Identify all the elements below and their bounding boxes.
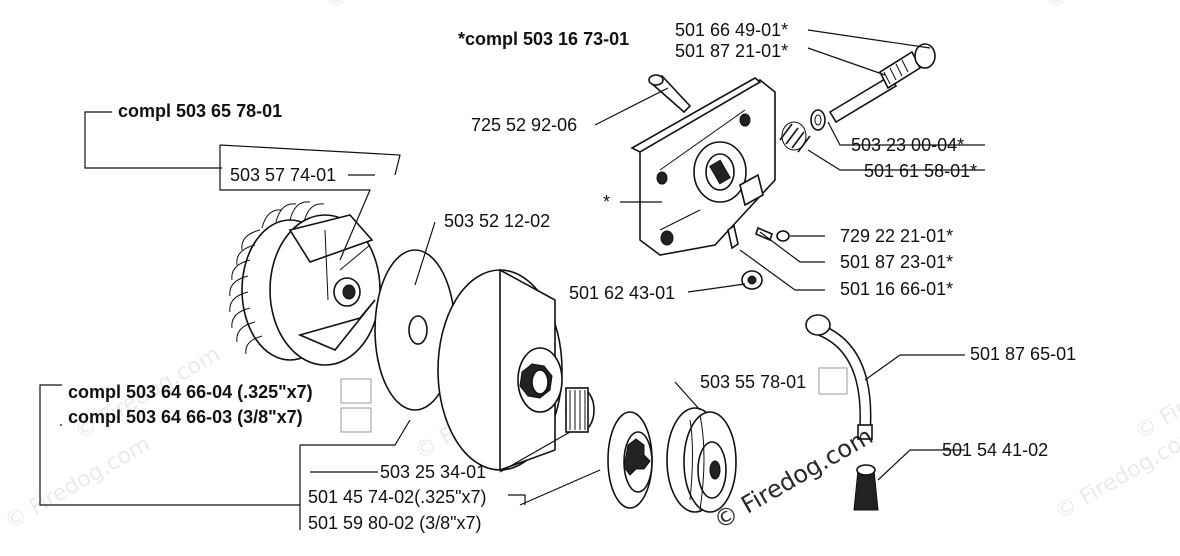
needle-bearing [565,387,595,433]
watermark-tile: © Firedog.com [1051,422,1180,525]
label-503521202: 503 52 12-02 [444,211,550,231]
leader-lines [39,29,985,530]
watermark-tile: © Firedog.com [1131,342,1180,445]
checkbox-compl-325 [340,378,372,404]
clutch-shoe-assembly [229,201,381,366]
label-501598002: 501 59 80-02 (3/8"x7) [308,513,482,533]
label-501624301: 501 62 43-01 [569,283,675,303]
label-501166601: 501 16 66-01* [840,279,953,299]
pump-spring [779,121,811,153]
label-501544102: 501 54 41-02 [942,440,1048,460]
checkbox-503557801 [818,367,848,395]
label-725529206: 725 52 92-06 [471,115,577,135]
label-501457402: 501 45 74-02(.325"x7) [308,487,487,507]
label-501872101: 501 87 21-01* [675,41,788,61]
checkbox-compl-38 [340,407,372,433]
label-501664901: 501 66 49-01* [675,20,788,40]
label-compl-pump: *compl 503 16 73-01 [458,29,629,49]
label-503230004: 503 23 00-04* [851,135,964,155]
label-compl-drum-38: compl 503 64 66-03 (3/8"x7) [68,407,303,427]
pump-screw [648,74,692,114]
watermark-tile: © Firedog.com [1,432,155,535]
label-compl-clutch: compl 503 65 78-01 [118,101,282,121]
clutch-drum [437,268,563,472]
label-asterisk: * [603,192,610,212]
oil-hose [805,314,873,440]
label-503253401: 503 25 34-01 [380,462,486,482]
label-501872301: 501 87 23-01* [840,252,953,272]
oil-strainer [853,464,879,511]
watermark-tile: © Firedog.com [1041,0,1180,15]
label-501876501: 501 87 65-01 [970,344,1076,364]
part-labels: *compl 503 16 73-01 compl 503 65 78-01 c… [68,20,1076,533]
pump-worm-shaft [828,43,936,124]
watermark-tile: © Firedog.com [321,0,475,15]
rim-sprocket [607,411,653,509]
label-503577401: 503 57 74-01 [230,165,336,185]
label-503557801: 503 55 78-01 [700,372,806,392]
pump-small-parts [727,224,790,290]
label-501615801: 501 61 58-01* [864,161,977,181]
pump-washer [810,109,826,131]
label-compl-drum-325: compl 503 64 66-04 (.325"x7) [68,382,313,402]
oil-pump-body [630,77,776,256]
label-729222101: 729 22 21-01* [840,226,953,246]
spur-sprocket [666,407,737,513]
